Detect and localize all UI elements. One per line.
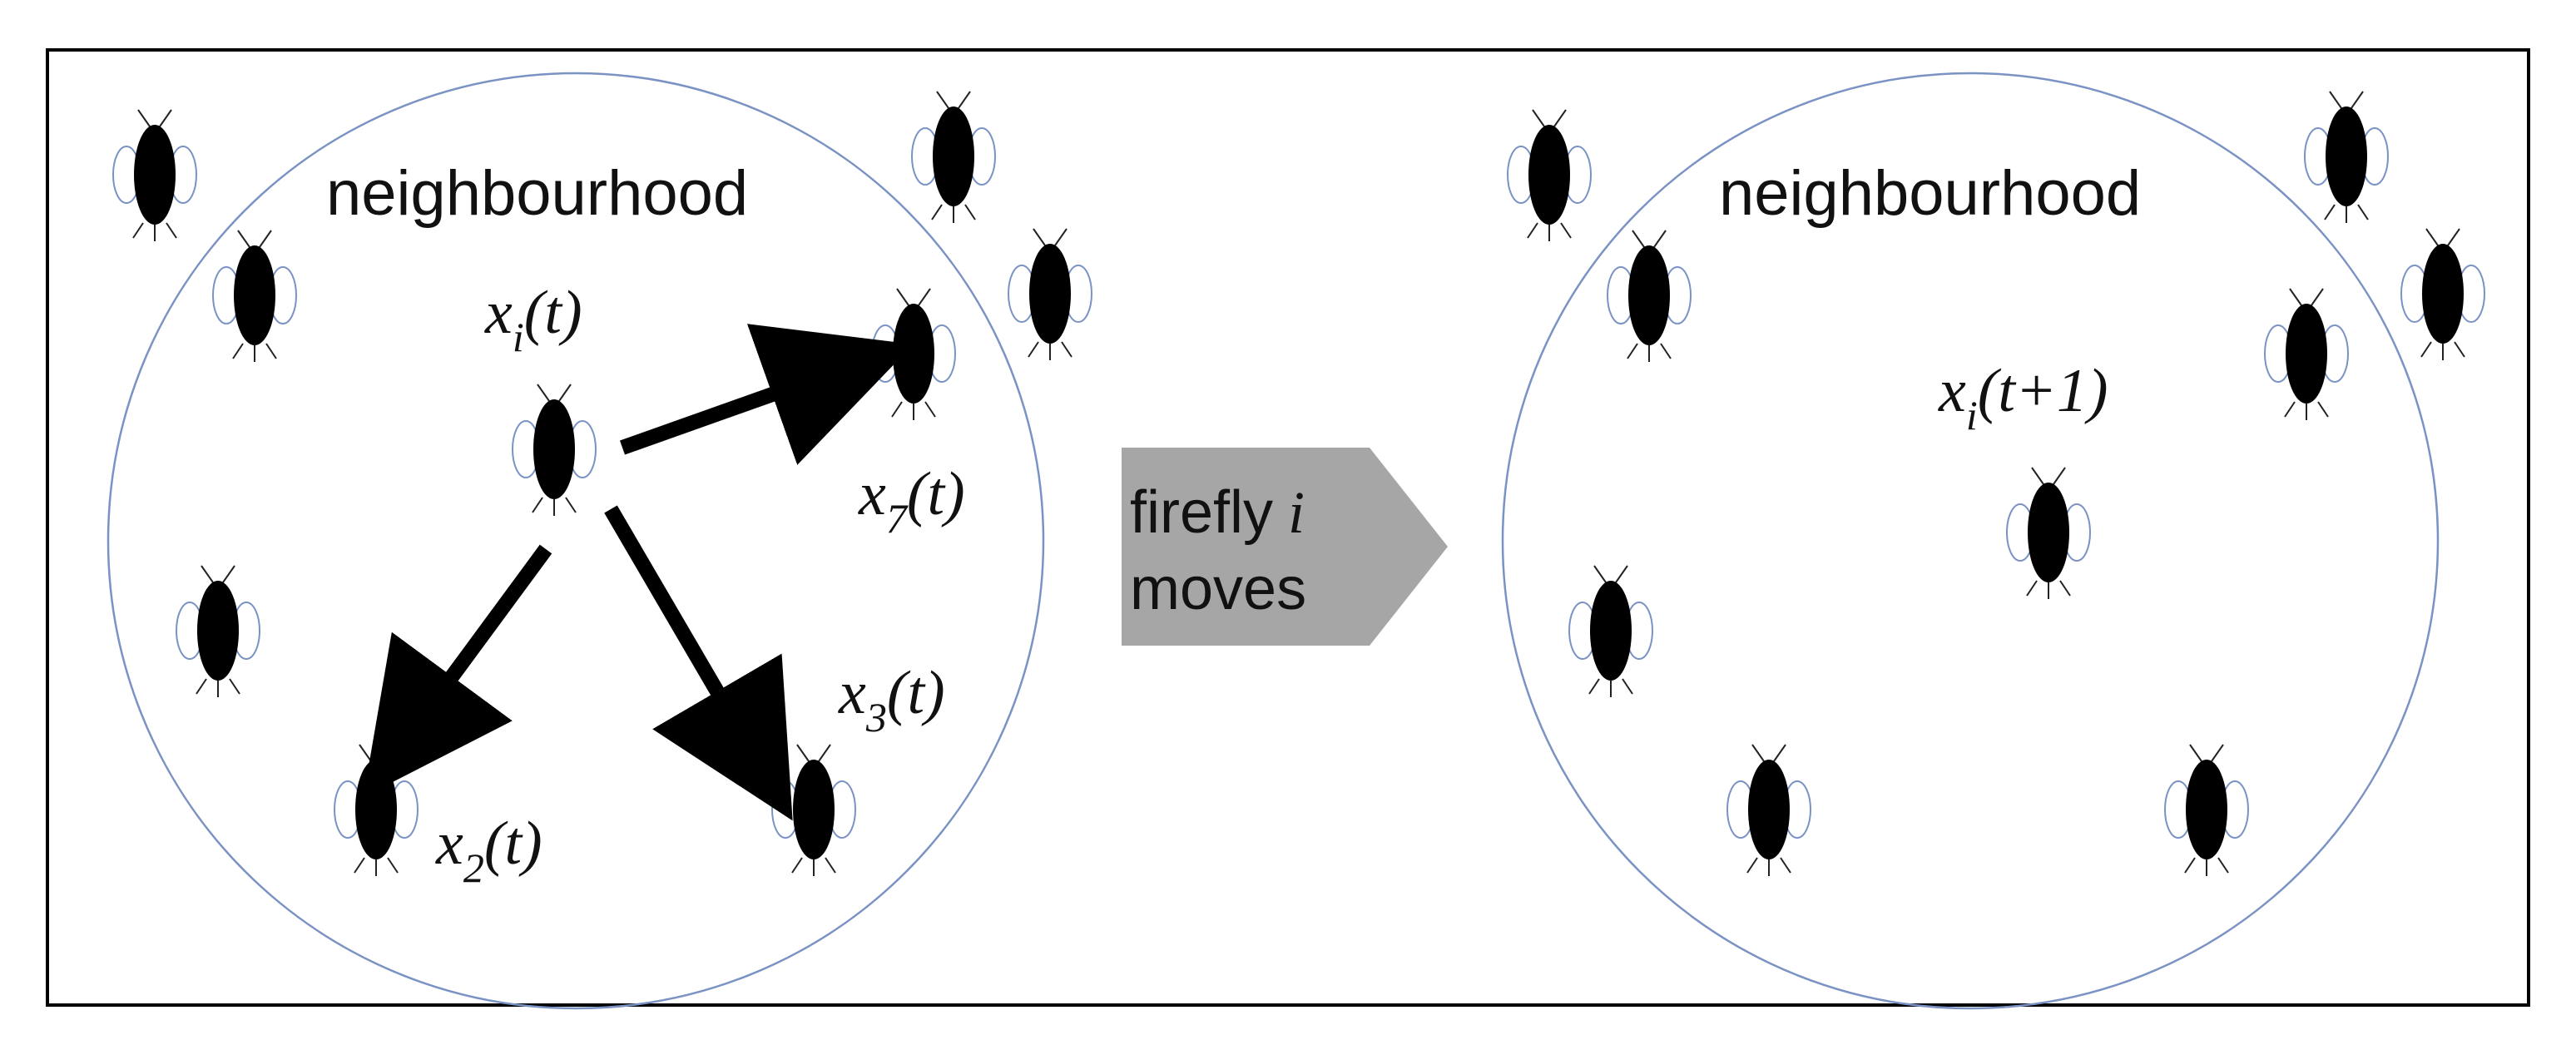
firefly-i-icon xyxy=(512,384,597,517)
label-x7: x7(t) xyxy=(858,460,965,542)
outer-frame xyxy=(46,48,2530,1007)
left-neighbourhood-label: neighbourhood xyxy=(326,158,748,229)
firefly-icon xyxy=(1607,230,1692,363)
right-neighbourhood-circle xyxy=(1501,72,2440,1010)
firefly-icon xyxy=(334,744,419,877)
label-xi: xi(t) xyxy=(484,279,582,360)
firefly-icon xyxy=(911,91,996,224)
arrow-to-x3 xyxy=(604,505,793,821)
firefly-icon xyxy=(1507,109,1592,242)
firefly-icon xyxy=(771,744,856,877)
left-neighbourhood-circle xyxy=(107,72,1045,1010)
firefly-icon xyxy=(2164,744,2249,877)
firefly-icon xyxy=(2264,288,2349,421)
firefly-icon xyxy=(112,109,197,242)
right-panel: neighbourhood xi(t+1) xyxy=(1501,72,2485,1010)
transition-line2: moves xyxy=(1130,556,1306,622)
firefly-i-icon xyxy=(2006,467,2091,600)
label-xi-next: xi(t+1) xyxy=(1938,357,2108,438)
firefly-icon xyxy=(871,288,956,421)
firefly-icon xyxy=(1568,565,1653,698)
firefly-icon xyxy=(2400,228,2485,361)
firefly-icon xyxy=(2304,91,2389,224)
right-neighbourhood-label: neighbourhood xyxy=(1719,158,2141,229)
firefly-icon xyxy=(212,230,297,363)
arrow-to-x7 xyxy=(619,324,914,465)
firefly-icon xyxy=(176,565,260,698)
label-x2: x2(t) xyxy=(435,810,542,891)
transition-shape xyxy=(1122,448,1448,646)
firefly-icon xyxy=(1726,744,1811,877)
arrow-to-x2 xyxy=(363,544,552,797)
label-x3: x3(t) xyxy=(838,659,945,740)
firefly-icon xyxy=(1008,228,1092,361)
left-panel: neighbourhood xi(t) x7(t) x3(t) x2(t) xyxy=(107,72,1092,1010)
